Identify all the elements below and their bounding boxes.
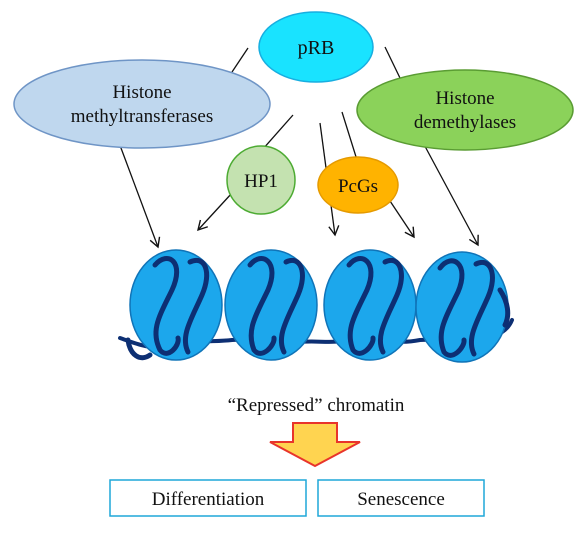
- dna-wrap-1a: [152, 256, 181, 356]
- differentiation-box: Differentiation: [109, 479, 307, 517]
- arrow-prb-to-pcgs: [341, 111, 358, 161]
- dna-wrap-1c: [125, 337, 153, 361]
- histone-demethylases-node: Histone demethylases: [356, 69, 574, 151]
- histone-methyltransferases-label-line2: methyltransferases: [71, 106, 213, 127]
- hp1-label: HP1: [244, 171, 278, 192]
- arrow-prb-to-demethylases: [384, 46, 401, 79]
- histone-methyltransferases-node: Histone methyltransferases: [13, 59, 271, 149]
- nucleosome-2: [224, 249, 318, 361]
- nucleosome-1: [129, 249, 223, 361]
- chromatin-fiber: [118, 249, 514, 363]
- dna-wrap-2a: [247, 256, 277, 356]
- arrow-hp1-to-nucleosome-1: [197, 192, 233, 232]
- prb-node: pRB: [258, 11, 374, 83]
- histone-methyltransferases-ellipse: [13, 59, 271, 149]
- repressed-chromatin-label: “Repressed” chromatin: [228, 395, 405, 416]
- arrow-pcgs-to-nucleosome-3: [389, 200, 415, 239]
- arrow-demethylases-to-nucleosome-4: [419, 136, 479, 247]
- hp1-node: HP1: [226, 145, 296, 215]
- prb-ellipse: [258, 11, 374, 83]
- dna-wraps: [125, 256, 511, 361]
- histone-demethylases-ellipse: [356, 69, 574, 151]
- arrow-methyltransferases-to-nucleosome-1: [117, 139, 161, 249]
- dna-wrap-3a: [346, 256, 376, 356]
- dna-wrap-1b: [182, 257, 210, 355]
- senescence-box: Senescence: [317, 479, 485, 517]
- prb-label: pRB: [298, 37, 335, 59]
- dna-wrap-2b: [278, 257, 305, 355]
- pcgs-node: PcGs: [317, 156, 399, 214]
- pcgs-ellipse: [317, 156, 399, 214]
- dna-wrap-4a: [437, 258, 467, 358]
- senescence-box-border: [317, 479, 485, 517]
- differentiation-box-border: [109, 479, 307, 517]
- differentiation-label: Differentiation: [152, 489, 265, 510]
- histone-methyltransferases-label-line1: Histone: [112, 82, 171, 103]
- senescence-label: Senescence: [357, 489, 445, 510]
- histone-demethylases-label-line1: Histone: [435, 88, 494, 109]
- arrow-prb-to-methyltransferases: [231, 47, 249, 73]
- dna-wrap-4b: [468, 259, 495, 357]
- dna-wrap-3b: [377, 257, 404, 355]
- hp1-circle: [226, 145, 296, 215]
- dna-wrap-4c: [497, 287, 511, 328]
- histone-demethylases-label-line2: demethylases: [414, 112, 516, 133]
- pcgs-label: PcGs: [338, 176, 378, 197]
- down-arrow-icon: [269, 422, 361, 468]
